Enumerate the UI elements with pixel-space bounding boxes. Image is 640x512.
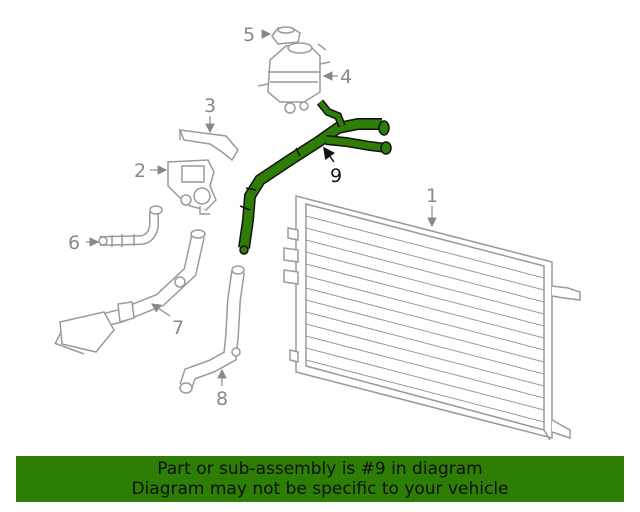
callout-5: 5 xyxy=(243,24,255,46)
callout-4: 4 xyxy=(340,66,352,88)
callout-6: 6 xyxy=(68,232,80,254)
part-4-reservoir[interactable] xyxy=(257,42,331,114)
callout-3: 3 xyxy=(204,95,216,117)
info-banner: Part or sub-assembly is #9 in diagram Di… xyxy=(16,456,624,502)
callout-9: 9 xyxy=(330,165,342,187)
part-6-hose[interactable] xyxy=(98,205,163,247)
part-1-radiator[interactable] xyxy=(283,195,581,441)
callout-8: 8 xyxy=(216,388,228,410)
callout-1: 1 xyxy=(426,185,438,207)
part-8-hose[interactable] xyxy=(179,265,245,394)
callout-7: 7 xyxy=(172,317,184,339)
part-9-hose-highlighted[interactable] xyxy=(238,99,392,255)
parts-diagram: 1 2 3 4 5 6 7 8 9 xyxy=(54,24,581,441)
part-5-cap[interactable] xyxy=(271,26,301,45)
part-2-pump[interactable] xyxy=(167,159,217,215)
callout-2: 2 xyxy=(134,160,146,182)
banner-line-2: Diagram may not be specific to your vehi… xyxy=(131,479,509,499)
leader-lines xyxy=(86,29,437,386)
banner-line-1: Part or sub-assembly is #9 in diagram xyxy=(157,459,483,479)
leader-line-9 xyxy=(323,146,335,163)
part-3-bracket[interactable] xyxy=(178,129,239,162)
part-7-hose[interactable] xyxy=(54,229,206,355)
